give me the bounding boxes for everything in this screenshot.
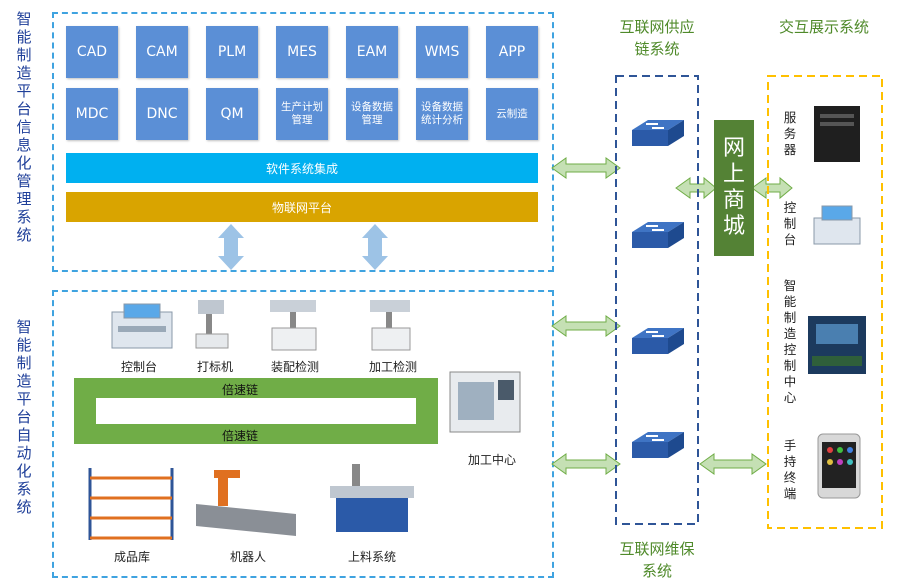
switch-icon-3 [632,328,684,354]
tile-dnc[interactable]: DNC [136,88,188,140]
machining-center-icon [449,371,521,433]
tile-mdc[interactable]: MDC [66,88,118,140]
maintenance-title: 互联网维保系统 [619,540,695,580]
bottom-label-warehouse: 成品库 [113,550,150,564]
tile-app[interactable]: APP [486,26,538,78]
integration-bar: 软件系统集成 [66,153,538,183]
double-arrow-right [362,224,388,270]
arrow-info-supply [551,157,621,179]
info-system-box [52,12,554,272]
tile-equipment-data[interactable]: 设备数据管理 [346,88,398,140]
arrow-auto-supply-2 [551,453,621,475]
arrow-mall-display [751,176,793,200]
arrow-supply-mall [675,176,717,200]
display-label-control-center: 智能制造控制中心 [783,278,797,405]
station-label-assembly: 装配检测 [270,360,319,374]
console-station-icon [111,303,173,349]
machining-inspection-icon [370,300,411,351]
server-icon [814,106,860,162]
switch-icon-4 [632,432,684,458]
tile-cad[interactable]: CAD [66,26,118,78]
display-label-handheld: 手持终端 [783,438,797,501]
tile-plm[interactable]: PLM [206,26,258,78]
tile-production-plan[interactable]: 生产计划管理 [276,88,328,140]
iot-bar: 物联网平台 [66,192,538,222]
control-center-icon [808,316,866,374]
warehouse-rack-icon [88,468,174,540]
supply-chain-title: 互联网供应链系统 [619,18,695,58]
machining-center-label: 加工中心 [467,453,516,467]
conveyor-loop [74,378,438,444]
double-arrow-left [218,224,244,270]
station-label-console: 控制台 [120,360,157,374]
automation-system-title: 智能制造平台自动化系统 [16,318,32,516]
tile-cloud[interactable]: 云制造 [486,88,538,140]
conveyor-bottom-label: 倍速链 [221,429,258,443]
bottom-label-robot: 机器人 [229,550,266,564]
robot-icon [196,470,296,536]
station-label-machining-check: 加工检测 [368,360,417,374]
station-label-marking: 打标机 [196,360,233,374]
tile-equipment-stats[interactable]: 设备数据统计分析 [416,88,468,140]
tile-qm[interactable]: QM [206,88,258,140]
display-system-title: 交互展示系统 [778,18,869,36]
info-system-title: 智能制造平台信息化管理系统 [16,10,32,244]
tile-mes[interactable]: MES [276,26,328,78]
bottom-label-feeding: 上料系统 [347,550,396,564]
marking-machine-icon [195,300,229,349]
assembly-inspection-icon [270,300,317,351]
handheld-terminal-icon [817,433,861,499]
arrow-supply-display [699,453,767,475]
display-console-icon [813,205,861,245]
switch-icon-2 [632,222,684,248]
display-label-server: 服务器 [783,110,797,157]
tile-eam[interactable]: EAM [346,26,398,78]
feeding-system-icon [330,464,414,532]
tile-cam[interactable]: CAM [136,26,188,78]
automation-system-box [52,290,554,578]
switch-icon-1 [632,120,684,146]
arrow-auto-supply-1 [551,315,621,337]
conveyor-top-label: 倍速链 [221,383,258,397]
display-label-console: 控制台 [783,200,797,247]
tile-wms[interactable]: WMS [416,26,468,78]
online-mall-box[interactable]: 网上商城 [714,120,754,256]
